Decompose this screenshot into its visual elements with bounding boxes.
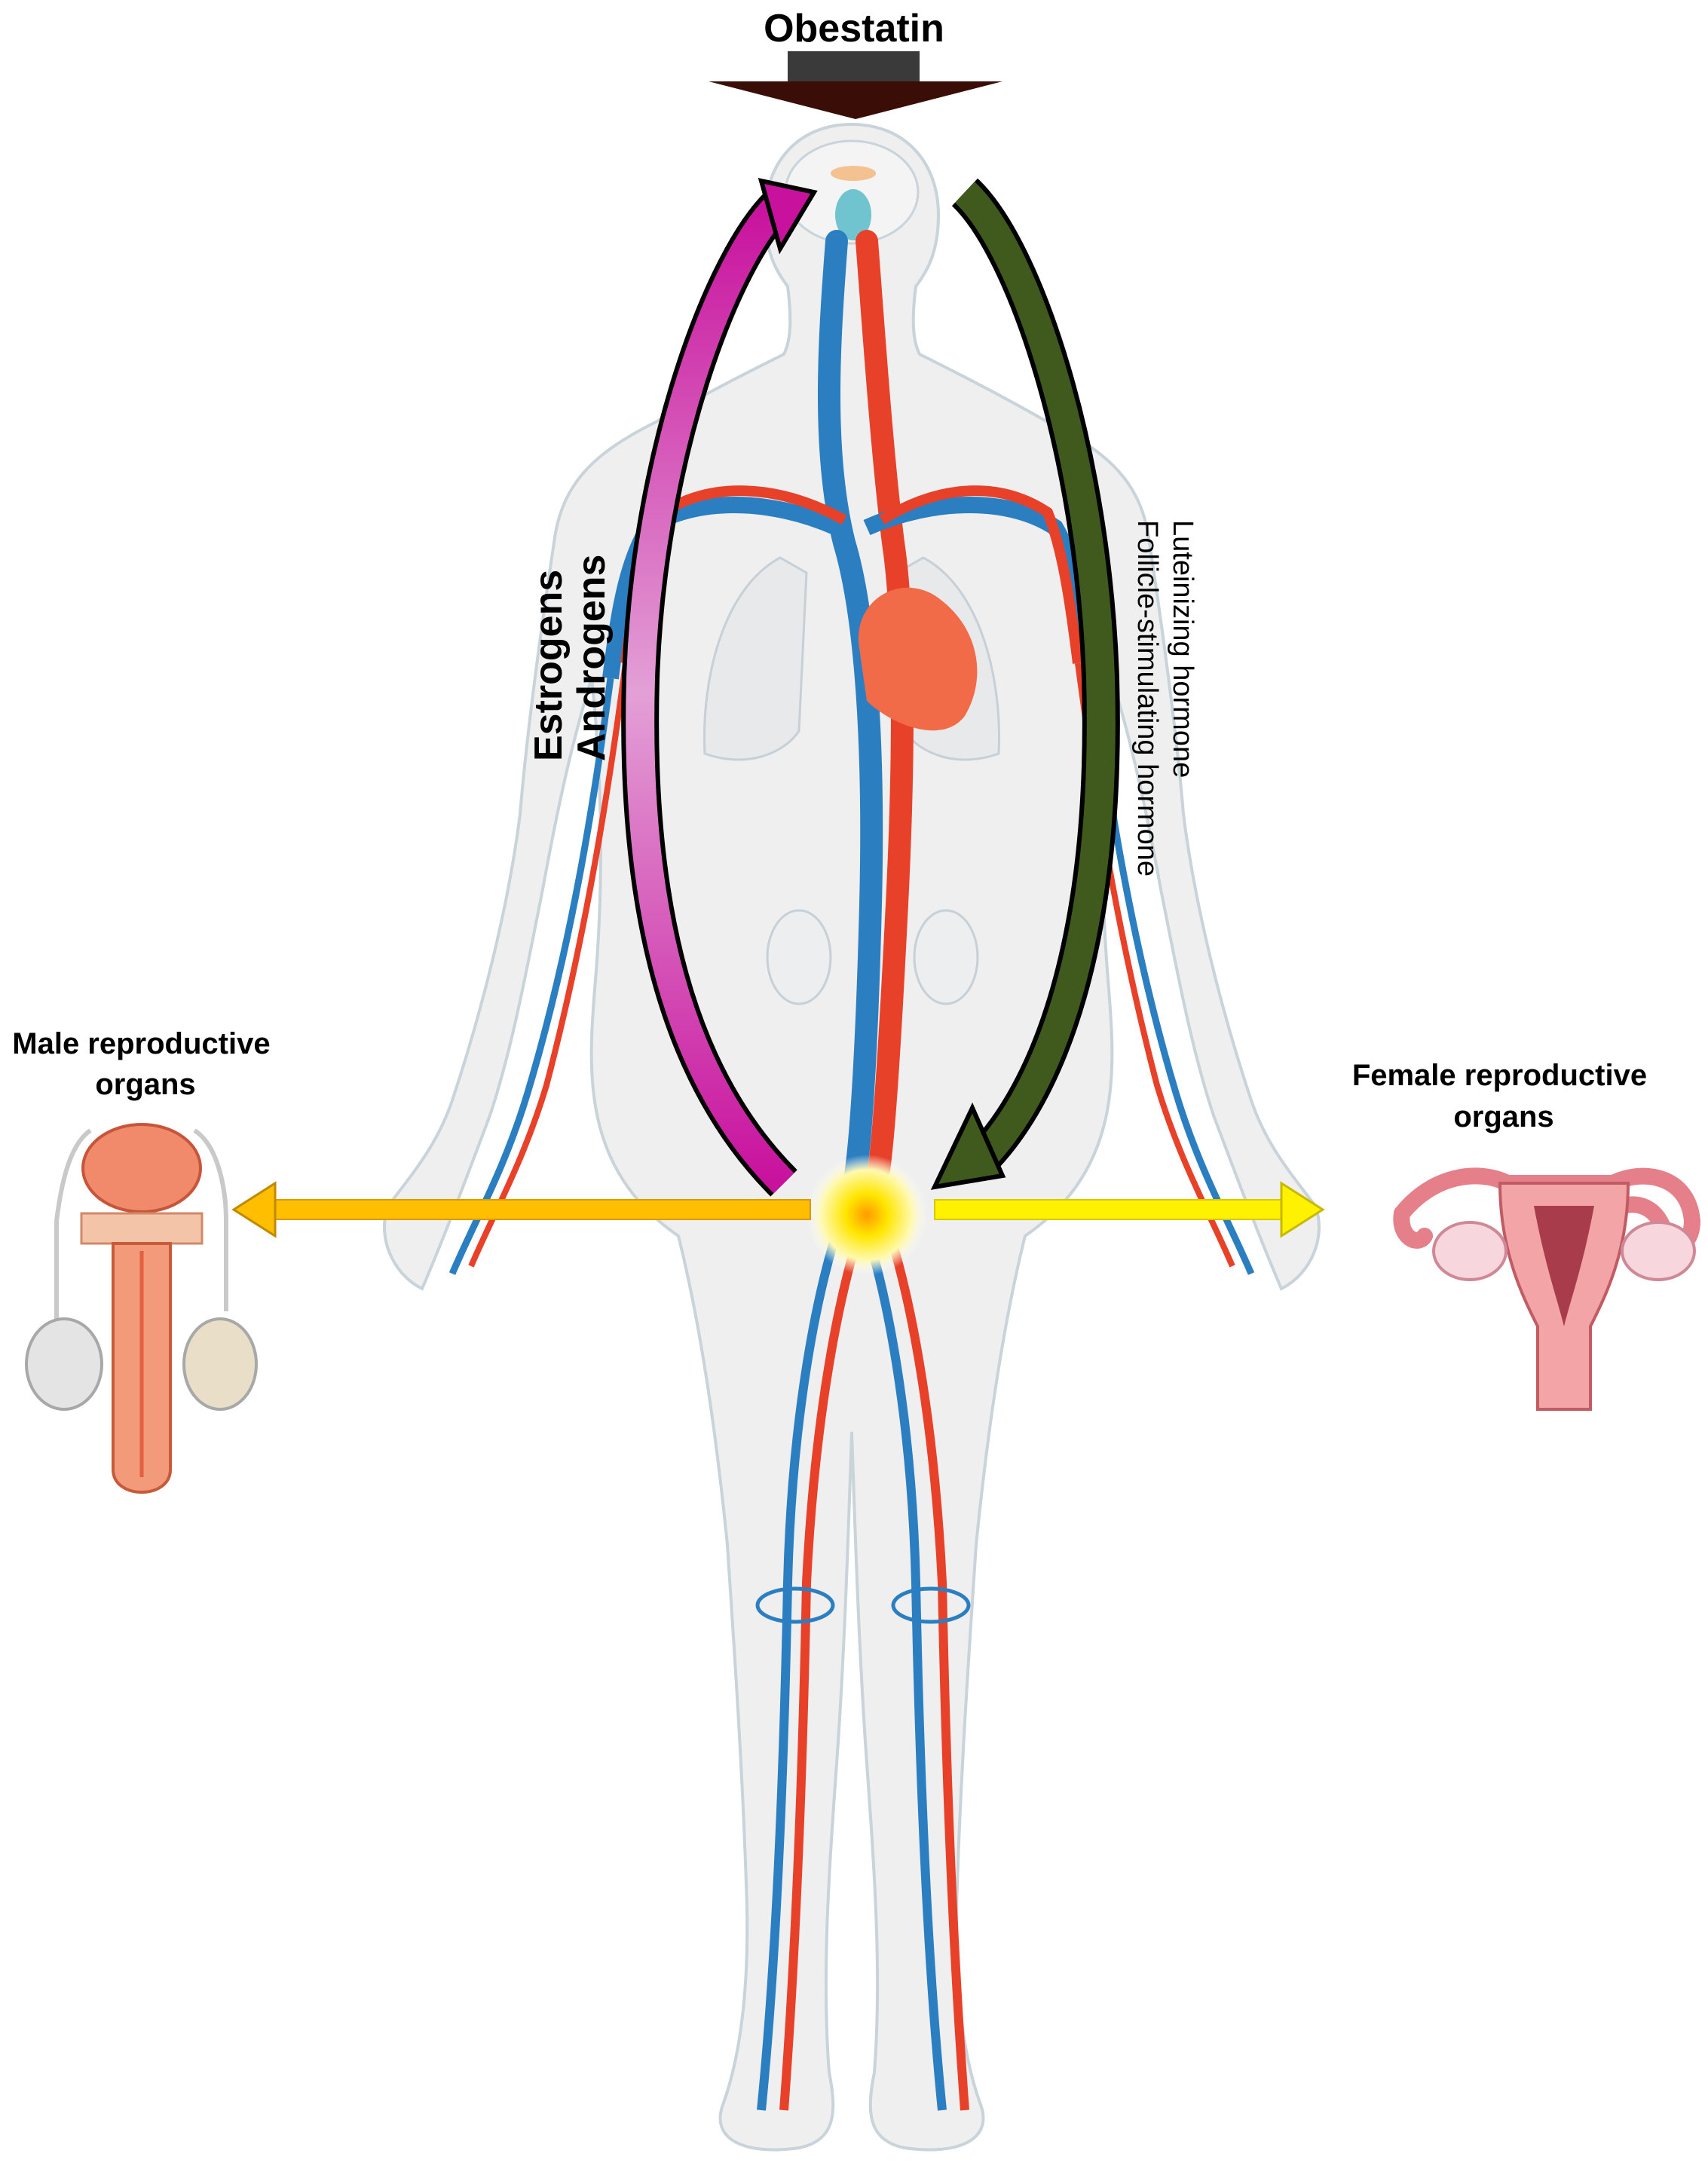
- left-leg-artery: [779, 1188, 879, 2111]
- pituitary-hypothalamus: [835, 189, 871, 240]
- male-organs-label: Male reproductive organs: [12, 1027, 278, 1101]
- fsh-label: Follicle-stimulating hormone: [1131, 520, 1163, 876]
- heart: [858, 587, 978, 731]
- left-lung: [702, 556, 808, 761]
- left-leg-vein: [757, 1188, 856, 2111]
- right-kidney: [913, 909, 979, 1005]
- lh-label: Luteinizing hormone: [1167, 520, 1198, 778]
- left-knee-vessels: [755, 1586, 835, 1624]
- male-organs-label-line1: Male reproductive: [12, 1027, 270, 1060]
- right-leg-artery: [870, 1188, 969, 2111]
- estrogens-label: Estrogens: [527, 570, 571, 761]
- androgens-label: Androgens: [570, 555, 614, 761]
- arrow-to-female-organs: [934, 1181, 1325, 1238]
- left-kidney: [766, 909, 832, 1005]
- female-organs-label: Female reproductive organs: [1352, 1059, 1655, 1133]
- male-organs-label-line2: organs: [95, 1068, 195, 1101]
- obestatin-label: Obestatin: [764, 7, 944, 50]
- human-body-illustration: [383, 122, 1321, 2152]
- right-arc-arrowhead: [930, 1102, 1006, 1190]
- right-knee-vessels: [891, 1586, 971, 1624]
- female-organs-label-line1: Female reproductive: [1352, 1059, 1647, 1092]
- gonad-glow: [807, 1155, 927, 1275]
- arrow-to-male-organs: [231, 1181, 811, 1238]
- right-feedback-arrow: [930, 178, 1120, 1190]
- left-feedback-arrow: [621, 178, 818, 1197]
- right-subclavian-artery: [879, 485, 1083, 664]
- brain-orange-spot: [831, 166, 876, 181]
- obestatin-arrow: [709, 51, 1002, 119]
- female-organs-label-line2: organs: [1453, 1100, 1553, 1133]
- male-reproductive-organs-illustration: [25, 1123, 258, 1494]
- right-leg-vein: [847, 1188, 947, 2111]
- left-arc-arrowhead: [758, 178, 818, 255]
- female-reproductive-organs-illustration: [1393, 1167, 1701, 1411]
